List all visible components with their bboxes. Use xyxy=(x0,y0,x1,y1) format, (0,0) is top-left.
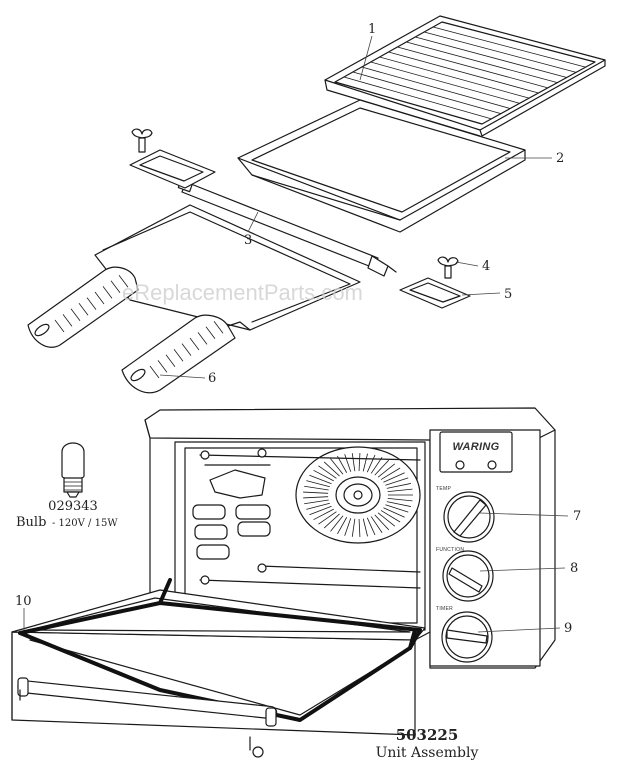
timer-knob xyxy=(441,611,493,663)
callout-leaders xyxy=(23,35,569,633)
knob-label-temp: TEMP xyxy=(436,486,451,492)
convection-fan-grille xyxy=(295,446,421,544)
oven-door xyxy=(11,578,431,758)
callout-2: 2 xyxy=(556,151,564,166)
assembly-part-number: 503225 xyxy=(396,726,459,744)
function-knob xyxy=(442,550,494,602)
bulb-part xyxy=(61,442,85,498)
knob-label-function: FUNCTION xyxy=(436,547,464,553)
bulb-label: Bulb xyxy=(16,515,46,530)
oven-unit: WARING TEMP FUNCTION TIMER xyxy=(11,407,556,758)
wire-rack-part xyxy=(324,15,606,137)
callout-labels: 1 2 3 4 5 6 7 8 9 10 xyxy=(15,22,581,636)
callout-5: 5 xyxy=(504,287,512,302)
assembly-caption: 503225 Unit Assembly xyxy=(376,726,479,761)
bulb-spec: - 120V / 15W xyxy=(52,518,118,529)
bulb-part-number: 029343 xyxy=(48,499,98,514)
callout-6: 6 xyxy=(208,371,216,386)
rotisserie-handle-part xyxy=(27,204,361,394)
callout-3: 3 xyxy=(244,233,252,248)
watermark-text: eReplacementParts.com xyxy=(122,280,363,305)
assembly-label: Unit Assembly xyxy=(376,745,479,761)
bulb-caption: 029343 Bulb - 120V / 15W xyxy=(16,499,118,530)
spit-bracket-left-part xyxy=(129,149,216,189)
spit-bracket-right-part xyxy=(399,277,471,309)
brand-logo: WARING xyxy=(452,441,499,453)
callout-9: 9 xyxy=(564,621,572,636)
wing-nut-right-part xyxy=(437,256,459,279)
callout-10: 10 xyxy=(15,594,32,609)
callout-7: 7 xyxy=(573,509,581,524)
callout-4: 4 xyxy=(482,259,490,274)
knob-label-timer: TIMER xyxy=(436,606,453,612)
temp-knob xyxy=(443,491,495,543)
callout-1: 1 xyxy=(368,22,376,37)
callout-8: 8 xyxy=(570,561,578,576)
wing-nut-left-part xyxy=(131,128,153,153)
baking-pan-part xyxy=(237,99,526,233)
